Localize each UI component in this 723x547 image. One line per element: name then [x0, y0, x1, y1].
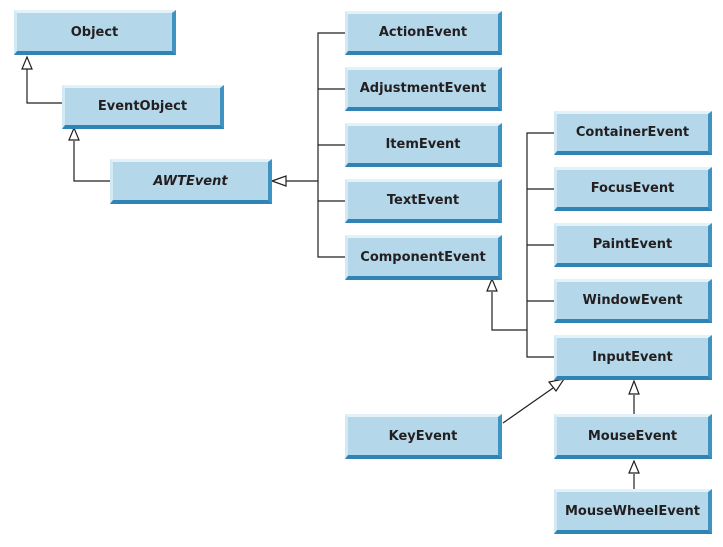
class-box-paintevent: PaintEvent: [554, 223, 712, 267]
arrowhead-mouseevent-to-inputevent: [628, 379, 640, 395]
class-label-windowevent: WindowEvent: [582, 293, 683, 308]
class-box-componentevent: ComponentEvent: [345, 235, 502, 280]
class-label-textevent: TextEvent: [386, 193, 460, 208]
class-box-itemevent: ItemEvent: [345, 123, 502, 167]
arrowhead-to-eventobject: [68, 126, 80, 141]
class-label-adjustmentevent: AdjustmentEvent: [359, 81, 487, 96]
class-box-windowevent: WindowEvent: [554, 279, 712, 323]
class-label-inputevent: InputEvent: [592, 349, 673, 365]
arrowhead-to-awtevent: [270, 175, 287, 187]
class-label-focusevent: FocusEvent: [590, 181, 675, 196]
class-box-awtevent: AWTEvent: [110, 159, 272, 204]
class-label-containerevent: ContainerEvent: [575, 125, 690, 140]
arrowhead-to-object: [21, 55, 33, 70]
class-box-object: Object: [14, 10, 176, 55]
class-label-actionevent: ActionEvent: [378, 25, 468, 40]
class-box-mouseevent: MouseEvent: [554, 414, 712, 459]
class-box-focusevent: FocusEvent: [554, 167, 712, 211]
arrowhead-to-mouseevent: [628, 459, 640, 474]
class-label-awtevent: AWTEvent: [153, 173, 228, 189]
class-box-textevent: TextEvent: [345, 179, 502, 223]
class-box-actionevent: ActionEvent: [345, 11, 502, 55]
class-label-itemevent: ItemEvent: [385, 137, 461, 152]
arrowhead-keyevent-to-inputevent: [547, 378, 566, 393]
class-box-adjustmentevent: AdjustmentEvent: [345, 67, 502, 111]
class-box-eventobject: EventObject: [62, 85, 224, 129]
class-box-mousewheelevent: MouseWheelEvent: [554, 489, 712, 534]
class-box-containerevent: ContainerEvent: [554, 111, 712, 155]
class-box-inputevent: InputEvent: [554, 335, 712, 380]
arrowhead-to-componentevent: [486, 277, 498, 292]
class-label-object: Object: [70, 24, 119, 40]
class-label-componentevent: ComponentEvent: [360, 249, 486, 265]
class-label-paintevent: PaintEvent: [592, 237, 673, 252]
class-label-mousewheelevent: MouseWheelEvent: [564, 503, 700, 519]
class-label-keyevent: KeyEvent: [388, 428, 458, 444]
class-box-keyevent: KeyEvent: [345, 414, 502, 459]
class-label-eventobject: EventObject: [97, 99, 188, 114]
class-label-mouseevent: MouseEvent: [587, 428, 678, 444]
